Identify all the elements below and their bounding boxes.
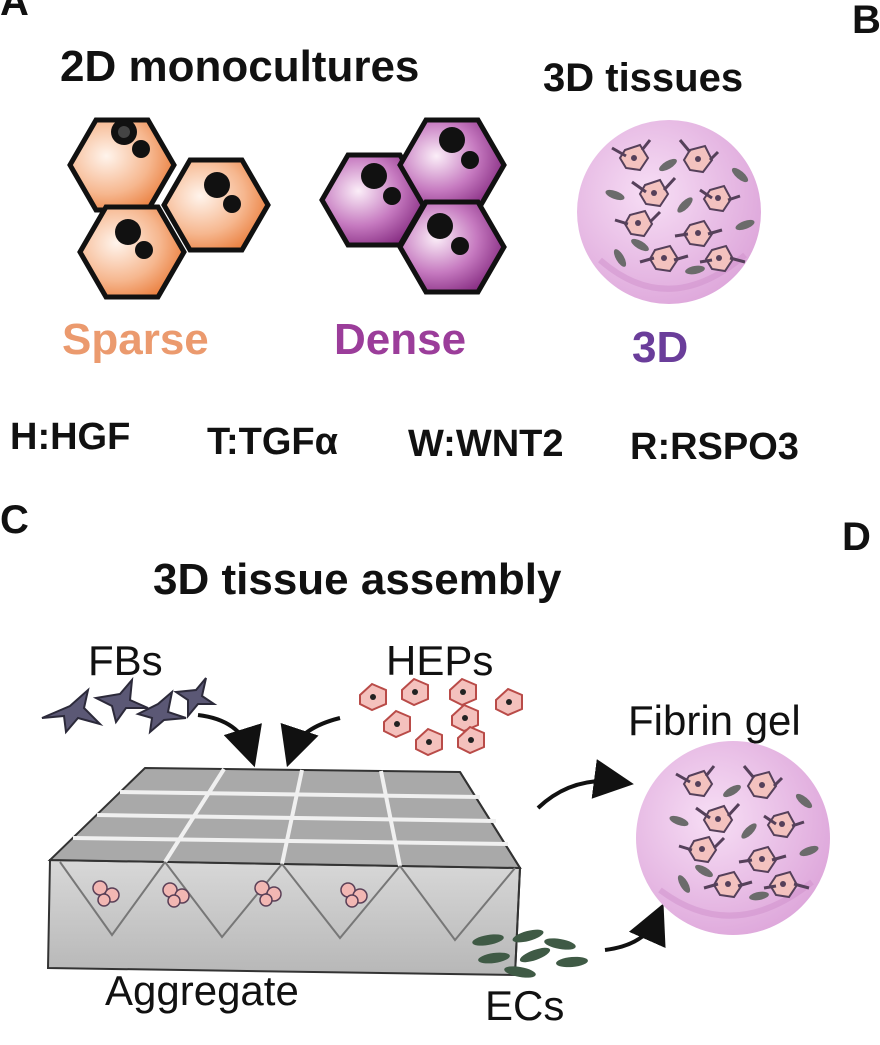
sparse-cells (67, 117, 271, 300)
title-3d-tissues: 3D tissues (543, 56, 744, 100)
sparse-cell (77, 204, 187, 300)
panel-letter-a: A (0, 0, 29, 24)
title-2d-monocultures: 2D monocultures (60, 42, 420, 91)
condition-label-3d: 3D (632, 323, 689, 372)
title-3d-tissue-assembly: 3D tissue assembly (153, 555, 562, 604)
fibrin-gel-sphere (636, 741, 830, 935)
condition-label-sparse: Sparse (62, 315, 209, 364)
dense-cells (319, 117, 507, 295)
endothelial-cells (472, 929, 588, 978)
panel-letter-b: B (852, 0, 880, 42)
hepatocyte-cells (359, 677, 523, 757)
condition-label-dense: Dense (334, 315, 467, 364)
label-ecs: ECs (485, 982, 565, 1029)
dense-cell (397, 199, 507, 295)
microwell-array (46, 766, 522, 977)
tissue-sphere-3d (577, 120, 761, 304)
sparse-cell (67, 117, 177, 213)
panel-letter-c: C (0, 498, 29, 542)
legend-hgf: H:HGF (10, 416, 131, 458)
flow-arrows (197, 713, 666, 952)
legend-wnt2: W:WNT2 (408, 423, 564, 465)
legend-rspo3: R:RSPO3 (630, 426, 799, 468)
dense-cell (319, 152, 429, 248)
fibroblast-cells (41, 676, 218, 735)
cell-cluster (605, 139, 755, 275)
panel-letter-d: D (842, 515, 871, 559)
legend-tgfa: T:TGFα (207, 421, 338, 463)
sparse-cell (161, 157, 271, 253)
label-aggregate: Aggregate (105, 967, 299, 1014)
label-fibrin-gel: Fibrin gel (628, 697, 801, 744)
label-fbs: FBs (88, 637, 163, 684)
label-heps: HEPs (386, 637, 494, 684)
